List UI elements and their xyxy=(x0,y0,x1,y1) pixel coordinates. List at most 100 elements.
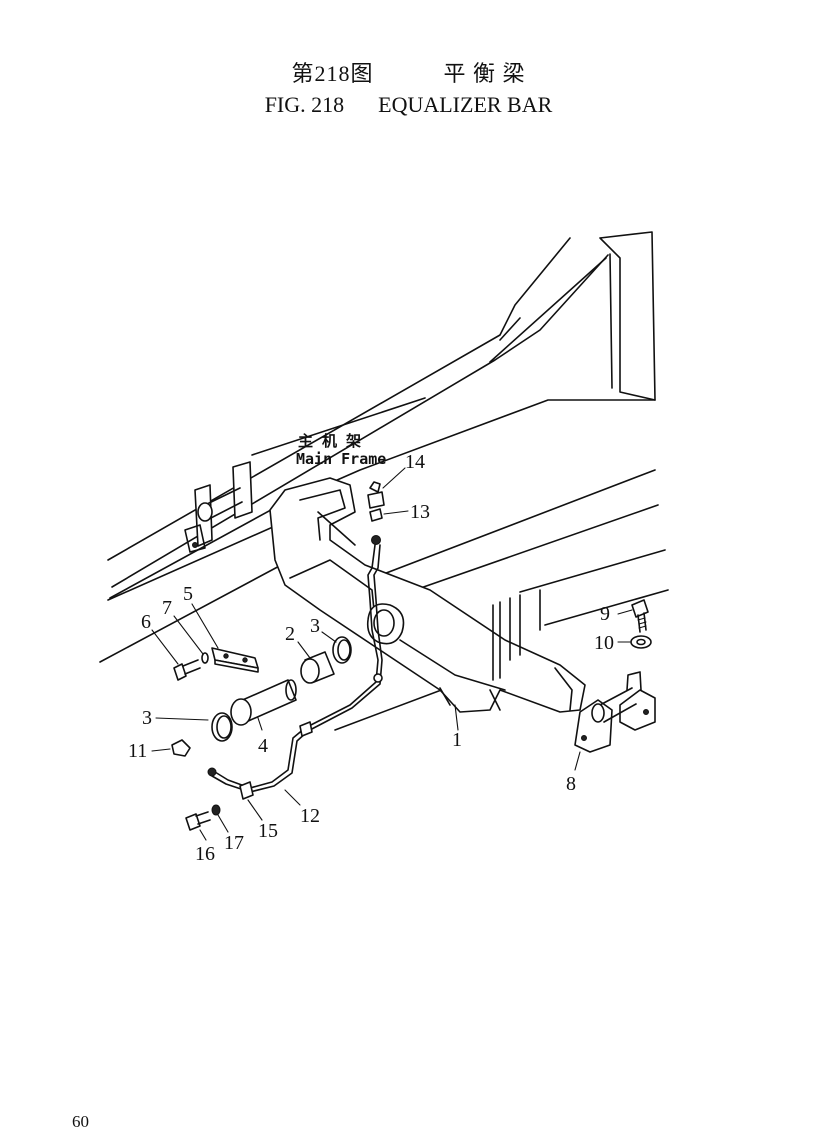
fitting-14-cap xyxy=(369,481,381,493)
leader-1 xyxy=(454,704,459,731)
pin-part-4 xyxy=(230,679,297,726)
seal-3-upper-outer xyxy=(332,636,352,664)
grease-tube-12 xyxy=(214,544,379,789)
bracket-foot xyxy=(184,524,206,553)
frame-middle-line-2 xyxy=(107,514,301,601)
leader-5 xyxy=(191,603,219,649)
callout-7: 7 xyxy=(162,597,172,619)
callout-2: 2 xyxy=(285,623,295,645)
callout-11: 11 xyxy=(128,740,147,762)
rear-bracket-hole-1 xyxy=(581,735,587,741)
elbow-fitting xyxy=(371,535,381,545)
equalizer-bar-top-face xyxy=(299,489,346,541)
pin-4-end xyxy=(230,698,252,726)
tube-end-nut xyxy=(207,767,217,777)
bolt-part-6 xyxy=(173,659,201,681)
leader-13 xyxy=(383,510,409,515)
bolt-6-head xyxy=(173,663,187,681)
figure-number-cn: 第218图 xyxy=(291,61,374,86)
bushing-2-end xyxy=(300,658,320,684)
washer-7 xyxy=(201,652,209,664)
washer-part-17 xyxy=(211,804,221,816)
seal-3-lower-inner xyxy=(216,715,232,739)
callout-10: 10 xyxy=(594,632,614,654)
rear-bracket-top xyxy=(626,671,642,691)
equalizer-bar-end-face xyxy=(554,667,573,711)
plate-5-hole-1 xyxy=(223,653,229,659)
leader-3-upper xyxy=(321,631,337,643)
leader-8 xyxy=(574,751,581,771)
callout-13: 13 xyxy=(410,501,430,523)
seal-part-3-upper xyxy=(332,636,352,664)
frame-lower-edge-1 xyxy=(367,469,656,581)
seal-part-3-lower xyxy=(211,712,233,742)
leader-14 xyxy=(382,467,406,489)
frame-rear-short xyxy=(499,317,521,341)
callout-8: 8 xyxy=(566,773,576,795)
callout-16: 16 xyxy=(195,843,215,865)
figure-name-en: EQUALIZER BAR xyxy=(378,92,553,117)
callout-3-lower: 3 xyxy=(142,707,152,729)
callout-leaders xyxy=(151,467,633,841)
frame-rear-diagonal xyxy=(489,257,607,363)
leader-7 xyxy=(173,615,204,655)
leader-11 xyxy=(151,748,171,752)
clamp-15-body xyxy=(239,781,254,800)
leader-4 xyxy=(257,717,263,731)
grease-fitting-14 xyxy=(367,481,385,509)
frame-upper-edge xyxy=(107,237,571,561)
elbow-part-11 xyxy=(171,739,217,777)
callout-5: 5 xyxy=(183,583,193,605)
callout-17: 17 xyxy=(224,832,244,854)
bolt-6-shank xyxy=(182,659,201,675)
callout-numbers: 1 2 3 3 4 5 6 7 8 9 10 11 12 13 14 15 16… xyxy=(128,451,614,865)
fitting-14-body xyxy=(367,491,385,509)
callout-3-upper: 3 xyxy=(310,615,320,637)
tube-clip xyxy=(299,721,313,737)
leader-12 xyxy=(284,789,301,806)
washer-part-7 xyxy=(201,652,209,664)
equalizer-bar-body xyxy=(269,477,586,713)
callout-12: 12 xyxy=(300,805,320,827)
nipple-13-body xyxy=(369,508,383,522)
frame-lower-edge-left xyxy=(99,562,286,663)
frame-lower-edge-3 xyxy=(519,549,666,593)
elbow-11-body xyxy=(171,739,191,757)
rear-bracket-hole-2 xyxy=(643,709,649,715)
pin-4-far-end xyxy=(285,679,297,701)
seal-3-lower-outer xyxy=(211,712,233,742)
callout-15: 15 xyxy=(258,820,278,842)
frame-post-lines xyxy=(492,589,541,681)
frame-lower-edge-4 xyxy=(544,589,669,626)
leader-6 xyxy=(151,629,179,665)
main-frame-drawing xyxy=(99,231,669,731)
nipple-part-13 xyxy=(369,508,383,545)
equalizer-bar-lower-inner xyxy=(399,639,506,691)
frame-lower-edge-2 xyxy=(391,504,659,599)
callout-9: 9 xyxy=(600,603,610,625)
leader-2 xyxy=(297,641,311,659)
page-number: 60 xyxy=(72,1112,89,1131)
bolt-9-head xyxy=(631,599,649,618)
rear-bracket-part xyxy=(574,671,656,753)
leader-16 xyxy=(199,829,207,841)
frame-rear-plate-inner xyxy=(609,253,613,389)
rear-bracket-shaft xyxy=(599,687,637,723)
frame-middle-line xyxy=(251,397,426,456)
callout-6: 6 xyxy=(141,611,151,633)
tube-connector xyxy=(373,673,383,683)
plate-part-5 xyxy=(211,647,259,673)
bolt-16-head xyxy=(185,813,201,831)
frame-middle-edge xyxy=(109,399,656,599)
leader-3-lower xyxy=(155,717,209,721)
pivot-bore xyxy=(373,609,395,637)
figure-title-chinese: 第218图 平 衡 梁 xyxy=(0,56,817,86)
frame-rear-plate xyxy=(599,231,656,401)
bolt-part-16 xyxy=(185,811,211,831)
figure-name-cn: 平 衡 梁 xyxy=(443,61,526,86)
main-frame-label-cn: 主 机 架 xyxy=(298,432,361,450)
leader-17 xyxy=(217,814,229,833)
bolt-part-9 xyxy=(631,599,649,633)
